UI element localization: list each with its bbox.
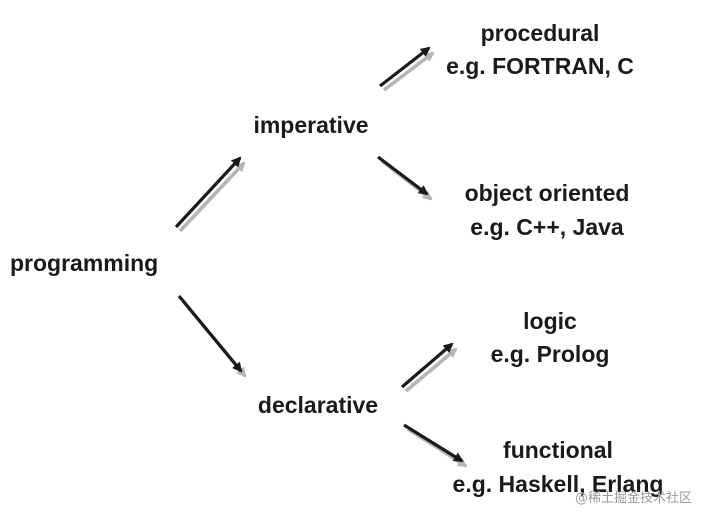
node-imperative: imperative bbox=[253, 112, 368, 138]
arrow-programming-to-declarative bbox=[177, 294, 243, 373]
node-object-oriented-example: e.g. C++, Java bbox=[470, 214, 624, 240]
arrow-programming-to-imperative bbox=[174, 156, 242, 229]
node-functional-name: functional bbox=[503, 437, 613, 463]
watermark-text: @稀土掘金技术社区 bbox=[575, 490, 692, 506]
arrow-imperative-to-object-oriented bbox=[377, 155, 429, 196]
node-procedural-name: procedural bbox=[481, 20, 600, 46]
node-object-oriented-name: object oriented bbox=[465, 180, 630, 206]
node-logic-example: e.g. Prolog bbox=[491, 341, 610, 367]
node-logic-name: logic bbox=[523, 308, 577, 334]
node-declarative: declarative bbox=[258, 392, 378, 418]
node-procedural-example: e.g. FORTRAN, C bbox=[446, 53, 634, 79]
arrow-declarative-to-functional bbox=[403, 423, 464, 463]
arrow-declarative-to-logic bbox=[400, 342, 454, 389]
arrow-imperative-to-procedural bbox=[379, 46, 431, 88]
node-functional-example: e.g. Haskell, Erlang bbox=[453, 471, 664, 497]
node-programming: programming bbox=[10, 250, 158, 276]
